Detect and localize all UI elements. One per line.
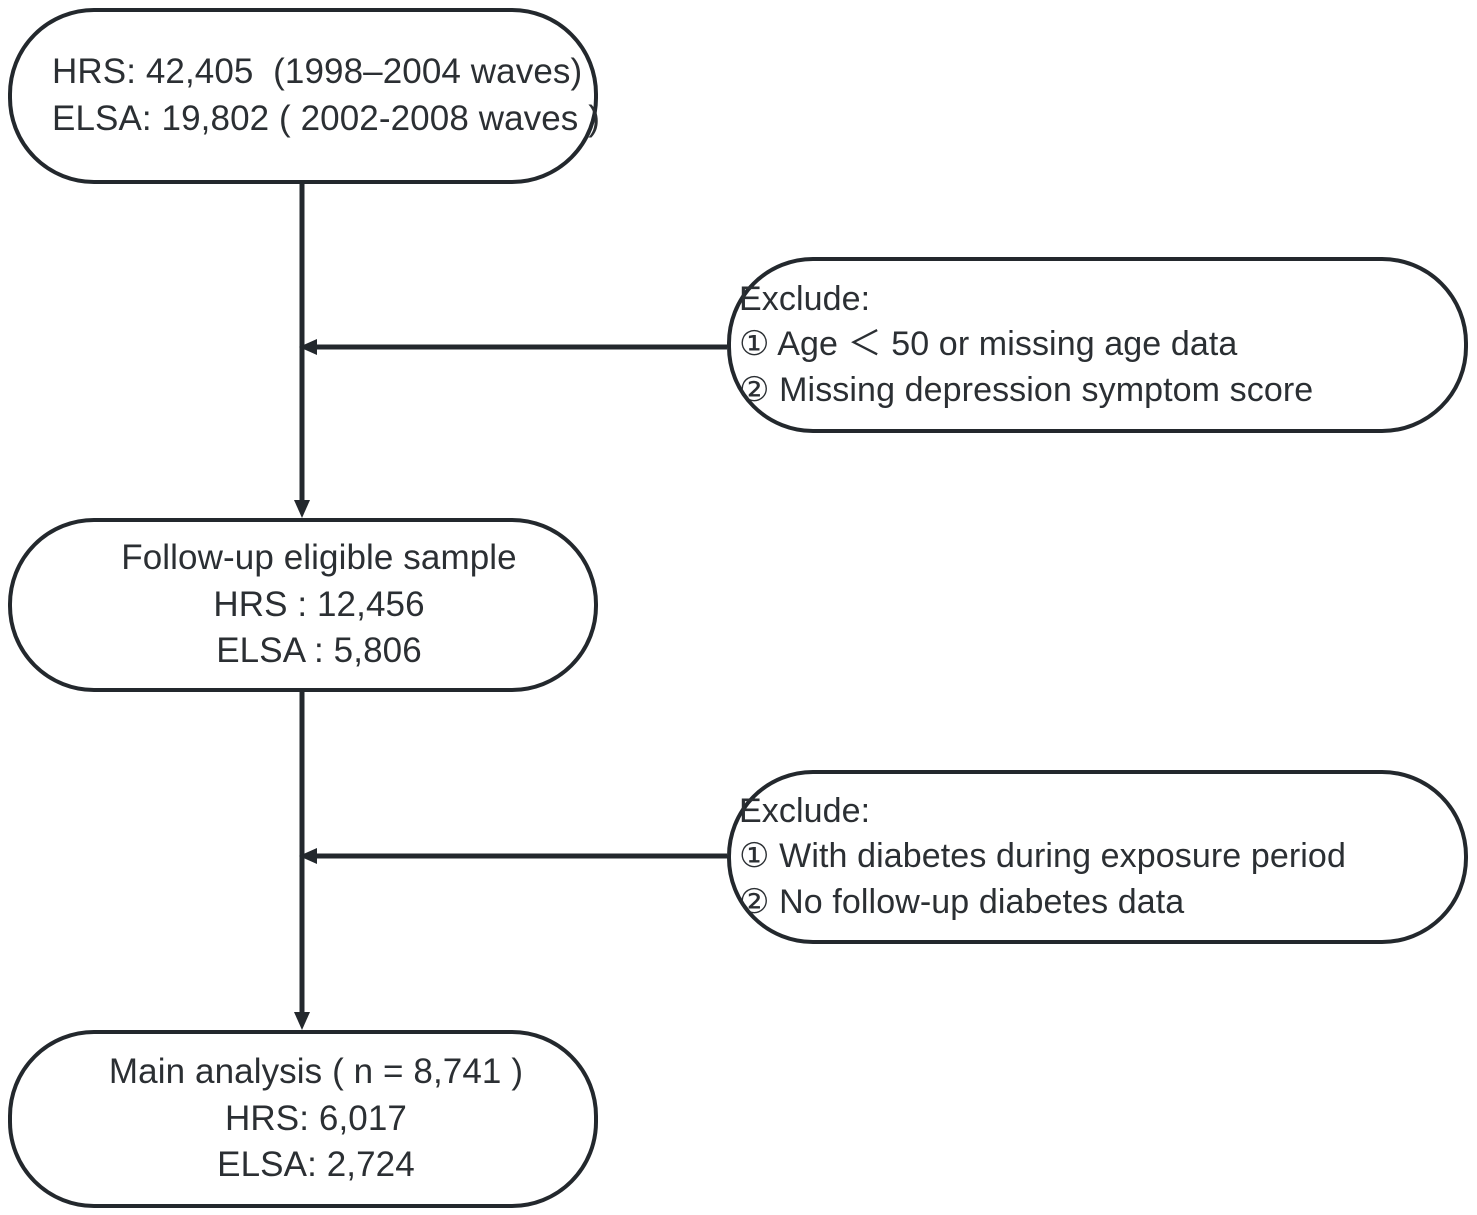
main-analysis-line-1: Main analysis ( n = 8,741 ) <box>108 1052 524 1092</box>
exclusion-1-heading: Exclude: <box>739 280 871 319</box>
exclusion-criteria-box-1: Exclude: ① Age ＜ 50 or missing age data … <box>727 257 1468 433</box>
source-cohort-line-1: HRS: 42,405 (1998–2004 waves) <box>52 52 583 92</box>
follow-up-eligible-line-3: ELSA : 5,806 <box>216 631 422 671</box>
exclusion-criteria-box-2: Exclude: ① With diabetes during exposure… <box>727 770 1468 944</box>
source-cohort-box: HRS: 42,405 (1998–2004 waves) ELSA: 19,8… <box>8 8 600 184</box>
exclusion-1-item-1: ① Age ＜ 50 or missing age data <box>739 325 1238 364</box>
main-analysis-box: Main analysis ( n = 8,741 ) HRS: 6,017 E… <box>8 1030 598 1208</box>
exclusion-2-heading: Exclude: <box>739 792 871 831</box>
follow-up-eligible-line-2: HRS : 12,456 <box>213 584 425 624</box>
main-analysis-line-3: ELSA: 2,724 <box>217 1145 415 1185</box>
main-analysis-line-2: HRS: 6,017 <box>225 1098 407 1138</box>
exclusion-2-item-2: ② No follow-up diabetes data <box>739 882 1185 921</box>
source-cohort-line-2: ELSA: 19,802 ( 2002-2008 waves ) <box>52 99 600 138</box>
follow-up-eligible-box: Follow-up eligible sample HRS : 12,456 E… <box>8 518 598 692</box>
exclusion-2-item-1: ① With diabetes during exposure period <box>739 837 1346 876</box>
exclusion-1-item-2: ② Missing depression symptom score <box>739 370 1314 409</box>
follow-up-eligible-line-1: Follow-up eligible sample <box>121 538 517 578</box>
